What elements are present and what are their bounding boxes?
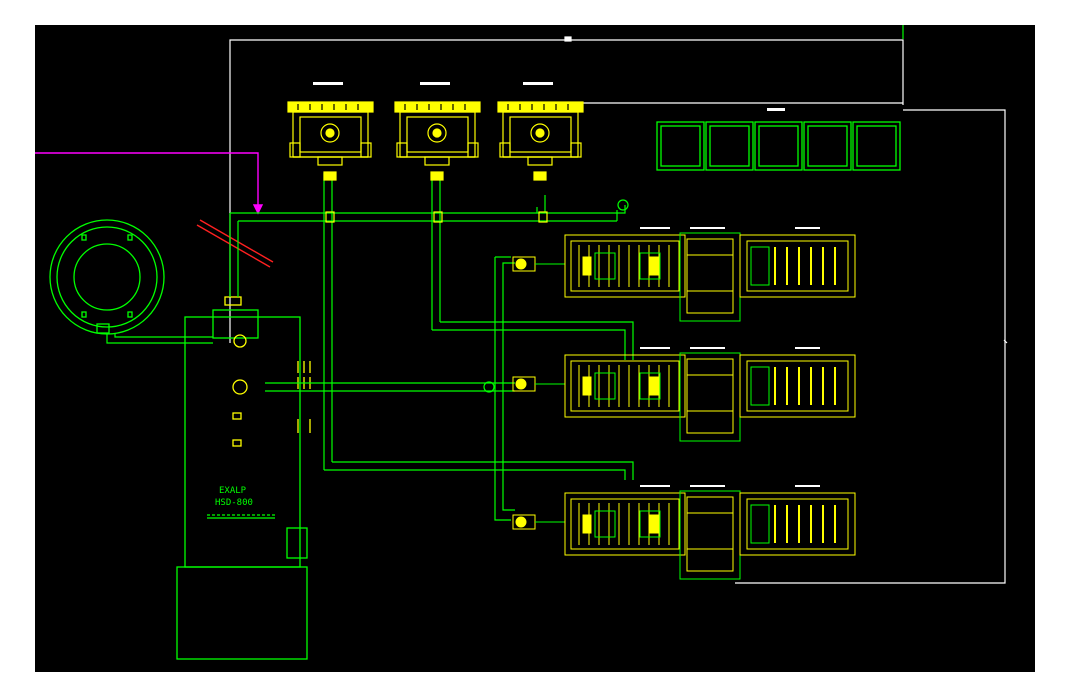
red-slash-marker bbox=[196, 219, 274, 268]
machine-line bbox=[512, 347, 856, 442]
storage-bins bbox=[656, 108, 901, 171]
machine-line bbox=[512, 227, 856, 322]
tank-label-line2: HSD-800 bbox=[215, 498, 253, 508]
storage-bin bbox=[705, 121, 754, 171]
magenta-feed-line bbox=[35, 152, 264, 215]
main-tank bbox=[176, 296, 311, 660]
blower-units bbox=[287, 82, 584, 181]
cad-drawing-canvas[interactable]: EXALP HSD-800 bbox=[35, 25, 1035, 672]
green-piping bbox=[106, 173, 634, 521]
cad-drawing: EXALP HSD-800 bbox=[35, 25, 1008, 660]
round-silo bbox=[49, 219, 165, 335]
storage-bin bbox=[754, 121, 803, 171]
tank-label-line1: EXALP bbox=[219, 486, 247, 496]
white-boundary bbox=[229, 25, 1008, 584]
storage-bin bbox=[656, 121, 705, 171]
machine-lines bbox=[512, 227, 856, 580]
blower-unit bbox=[287, 82, 374, 181]
machine-line bbox=[512, 485, 856, 580]
storage-bin bbox=[852, 121, 901, 171]
blower-unit bbox=[497, 82, 584, 181]
storage-bin bbox=[803, 121, 852, 171]
blower-unit bbox=[394, 82, 481, 181]
